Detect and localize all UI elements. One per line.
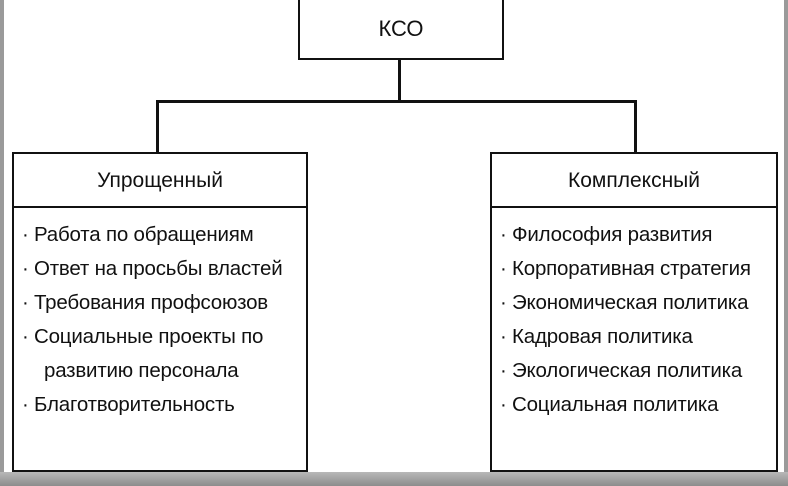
bullet-icon: ·: [500, 257, 507, 280]
right-category-title: Комплексный: [568, 169, 700, 192]
list-item: ·Требования профсоюзов: [22, 286, 302, 320]
left-items-list: ·Работа по обращениям ·Ответ на просьбы …: [22, 218, 302, 422]
connector-left-down: [156, 100, 159, 152]
connector-root-down: [398, 60, 401, 102]
bullet-icon: ·: [500, 291, 507, 314]
right-category-box: Комплексный: [490, 152, 778, 208]
right-items-box: ·Философия развития ·Корпоративная страт…: [490, 206, 778, 472]
bullet-icon: ·: [500, 325, 507, 348]
list-item: ·Корпоративная стратегия: [500, 252, 772, 286]
list-item: ·Социальная политика: [500, 388, 772, 422]
list-item: ·Экономическая политика: [500, 286, 772, 320]
bullet-icon: ·: [22, 223, 29, 246]
right-items-list: ·Философия развития ·Корпоративная страт…: [500, 218, 772, 422]
root-node: КСО: [298, 0, 504, 60]
list-item: ·Благотворительность: [22, 388, 302, 422]
list-item-continuation: развитию персонала: [44, 359, 239, 382]
list-item: ·Экологическая политика: [500, 354, 772, 388]
bullet-icon: ·: [500, 223, 507, 246]
bullet-icon: ·: [22, 257, 29, 280]
root-node-label: КСО: [378, 16, 424, 41]
bullet-icon: ·: [22, 291, 29, 314]
connector-horizontal: [156, 100, 636, 103]
bullet-icon: ·: [500, 359, 507, 382]
left-category-title: Упрощенный: [97, 169, 223, 192]
bullet-icon: ·: [22, 393, 29, 416]
list-item: ·Ответ на просьбы властей: [22, 252, 302, 286]
list-item: ·Философия развития: [500, 218, 772, 252]
bottom-shade: [0, 472, 788, 486]
list-item: ·Социальные проекты по: [22, 320, 302, 354]
bullet-icon: ·: [500, 393, 507, 416]
bullet-icon: ·: [22, 325, 29, 348]
diagram-canvas: КСО Упрощенный ·Работа по обращениям ·От…: [4, 0, 784, 476]
list-item: ·Работа по обращениям: [22, 218, 302, 252]
left-category-box: Упрощенный: [12, 152, 308, 208]
left-items-box: ·Работа по обращениям ·Ответ на просьбы …: [12, 206, 308, 472]
list-item: ·Кадровая политика: [500, 320, 772, 354]
connector-right-down: [634, 100, 637, 152]
